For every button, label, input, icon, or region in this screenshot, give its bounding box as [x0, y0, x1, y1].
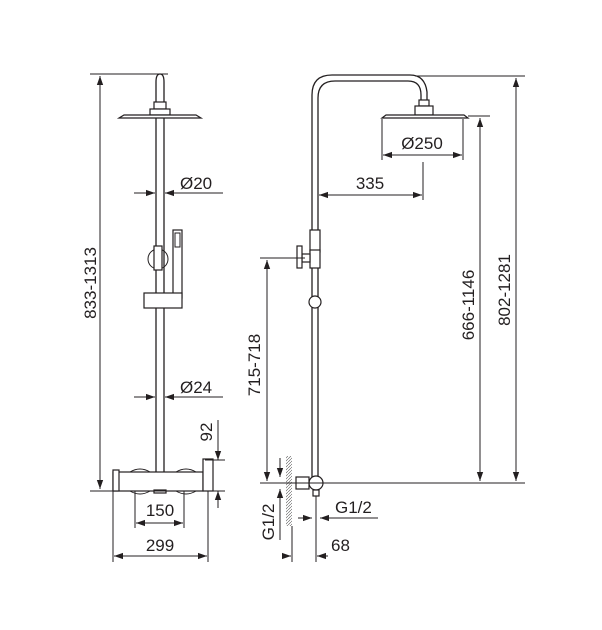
side-view: Ø250 335 802-1281 666-1146 715-718 G1/2 …: [245, 74, 525, 562]
front-view: 833-1313 Ø20 Ø24 92 150 299: [81, 73, 225, 562]
dim-inlet-spacing: 150: [146, 501, 174, 520]
dim-lower-diameter: Ø24: [180, 378, 212, 397]
dim-head-height: 666-1146: [459, 270, 478, 341]
dim-wall-offset: 68: [331, 536, 350, 555]
shower-pole: [116, 73, 204, 474]
dim-overall-height: 802-1281: [495, 254, 514, 326]
dim-head-diameter: Ø250: [401, 134, 443, 153]
dim-upper-diameter: Ø20: [180, 174, 212, 193]
thermostatic-mixer: [112, 458, 214, 495]
hand-shower: [143, 229, 183, 309]
dim-mixer-height: 92: [197, 423, 216, 442]
dim-diverter-height: 715-718: [245, 334, 264, 396]
dim-inlet-thread-left: G1/2: [259, 504, 278, 541]
dim-mixer-width: 299: [146, 536, 174, 555]
dim-inlet-thread-right: G1/2: [335, 498, 372, 517]
wall-hatch: [286, 456, 292, 526]
dim-total-height: 833-1313: [81, 247, 100, 319]
shower-riser: [295, 74, 470, 497]
dim-arm-reach: 335: [356, 174, 384, 193]
